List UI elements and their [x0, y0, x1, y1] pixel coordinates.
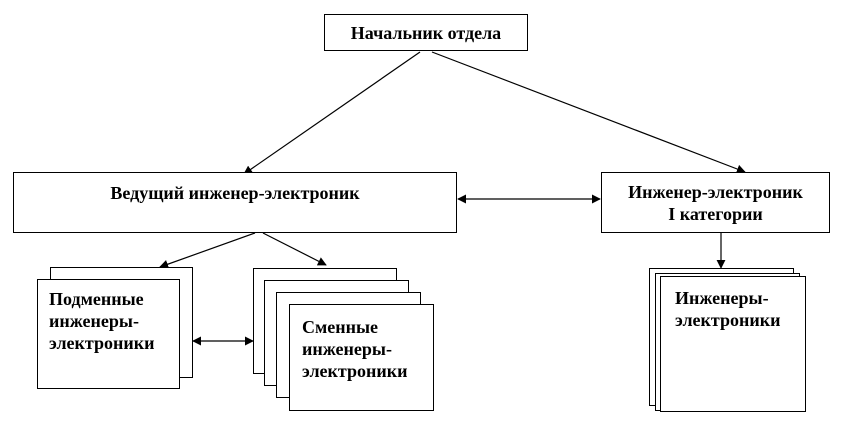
- shift-engineers-line2: инженеры-: [302, 339, 392, 359]
- relief-engineers-line3: электроники: [49, 333, 155, 353]
- arrow-lead-to-shift: [262, 232, 327, 266]
- category-one-engineer-line2: I категории: [668, 204, 763, 224]
- lead-engineer-label: Ведущий инженер-электроник: [110, 183, 360, 203]
- engineers-line2: электроники: [675, 310, 781, 330]
- relief-engineers-line2: инженеры-: [49, 311, 139, 331]
- relief-engineers-box: Подменные инженеры- электроники: [37, 279, 180, 389]
- engineers-line1: Инженеры-: [675, 288, 769, 308]
- category-one-engineer-box: Инженер-электроник I категории: [601, 172, 830, 233]
- head-of-department-label: Начальник отдела: [350, 22, 502, 43]
- arrow-head-to-cat1: [431, 51, 746, 174]
- shift-engineers-box: Сменные инженеры- электроники: [289, 304, 434, 411]
- engineers-box: Инженеры- электроники: [660, 276, 806, 412]
- arrow-lead-to-relief: [159, 232, 256, 269]
- shift-engineers-line3: электроники: [302, 361, 408, 381]
- arrow-head-to-lead: [243, 51, 421, 175]
- lead-engineer-box: Ведущий инженер-электроник: [13, 172, 457, 233]
- head-of-department-box: Начальник отдела: [324, 14, 528, 51]
- category-one-engineer-line1: Инженер-электроник: [628, 182, 803, 202]
- relief-engineers-line1: Подменные: [49, 289, 144, 309]
- shift-engineers-line1: Сменные: [302, 317, 379, 337]
